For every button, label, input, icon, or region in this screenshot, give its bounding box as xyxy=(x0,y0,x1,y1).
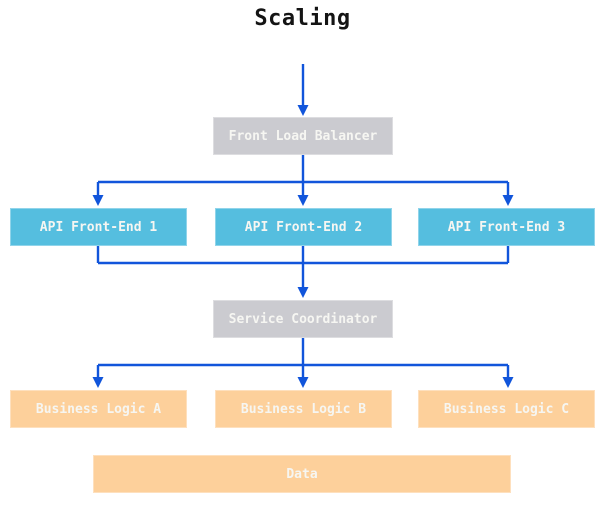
node-api-front-end-2: API Front-End 2 xyxy=(215,208,392,246)
arrowhead-api-3 xyxy=(502,195,514,206)
node-data: Data xyxy=(93,455,511,493)
arrow-coordinator-to-logic xyxy=(96,338,510,378)
node-label: API Front-End 2 xyxy=(244,219,363,235)
node-service-coordinator: Service Coordinator xyxy=(213,300,393,338)
arrowhead-coordinator xyxy=(297,287,309,298)
arrowhead-logic-b xyxy=(297,377,309,388)
node-label: API Front-End 3 xyxy=(447,219,566,235)
node-business-logic-a: Business Logic A xyxy=(10,390,187,428)
diagram-title: Scaling xyxy=(254,6,351,31)
node-label: API Front-End 1 xyxy=(39,219,158,235)
arrowhead-logic-c xyxy=(502,377,514,388)
node-api-front-end-3: API Front-End 3 xyxy=(418,208,595,246)
arrowhead-logic-a xyxy=(92,377,104,388)
node-business-logic-c: Business Logic C xyxy=(418,390,595,428)
node-front-load-balancer: Front Load Balancer xyxy=(213,117,393,155)
arrowhead-api-1 xyxy=(92,195,104,206)
arrow-balancer-to-apis xyxy=(96,155,510,196)
node-api-front-end-1: API Front-End 1 xyxy=(10,208,187,246)
node-business-logic-b: Business Logic B xyxy=(215,390,392,428)
node-label: Business Logic A xyxy=(35,401,162,417)
node-label: Front Load Balancer xyxy=(228,128,378,144)
node-label: Data xyxy=(286,466,318,482)
node-label: Business Logic B xyxy=(240,401,367,417)
arrowhead-api-2 xyxy=(297,195,309,206)
node-label: Service Coordinator xyxy=(228,311,378,327)
node-label: Business Logic C xyxy=(443,401,570,417)
arrow-apis-to-coordinator xyxy=(96,246,510,288)
arrowhead-balancer xyxy=(297,105,309,116)
